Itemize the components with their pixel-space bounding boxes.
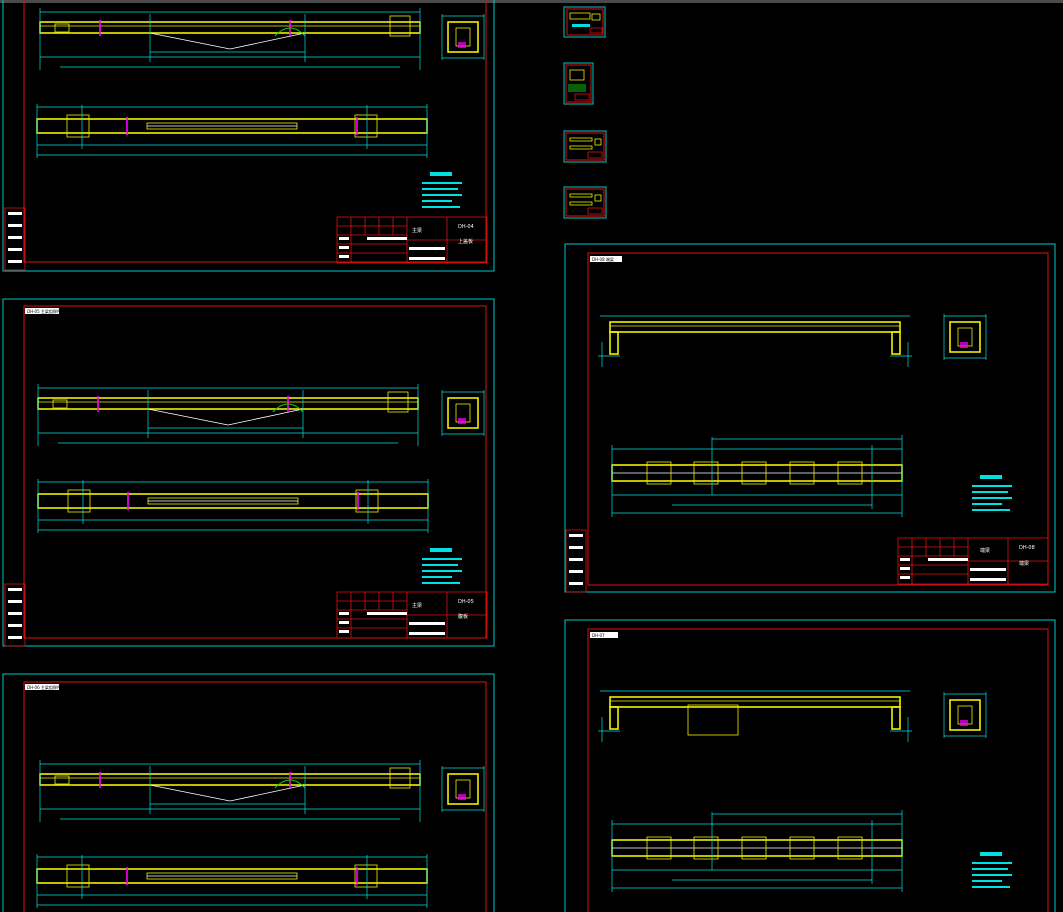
sheet-c-label-box	[25, 684, 59, 690]
sheet-e-plan-view	[611, 809, 903, 893]
sheet-c-section-view	[441, 765, 485, 813]
sheet-d-label: DH-08 端梁	[592, 256, 614, 262]
sheet-a-outer-frame	[2, 0, 495, 272]
sheet-b-label-box	[25, 308, 59, 314]
sheet-e-outer-frame	[564, 619, 1056, 912]
sheet-e-elevation-view	[597, 690, 913, 743]
sheet-d-notes	[972, 475, 1012, 511]
sheet-d-outer-frame	[564, 243, 1056, 593]
sheet-c[interactable]: DH-06 主梁组焊件	[2, 673, 495, 912]
sheet-e-section-view	[943, 691, 987, 739]
thumbnail-sheet-4[interactable]	[563, 186, 607, 219]
sheet-c-elevation-view	[39, 759, 421, 823]
sheet-d-drawing-code: DH-08	[1019, 545, 1035, 551]
sheet-d-revision-strip	[565, 529, 587, 593]
sheet-e-label-box	[590, 632, 618, 638]
sheet-b-revision-strip	[4, 583, 26, 647]
sheet-d[interactable]: DH-08 端梁 DH-08 端梁 端梁	[564, 243, 1056, 593]
sheet-b-section-view	[441, 389, 485, 437]
sheet-e-label: DH-07	[592, 633, 605, 638]
sheet-b-border	[23, 305, 487, 639]
sheet-b-part-name: 主梁	[412, 602, 422, 609]
sheet-a-part-name: 主梁	[412, 227, 422, 234]
sheet-a-border	[23, 0, 487, 263]
thumbnail-sheets[interactable]	[563, 6, 607, 219]
sheet-c-label: DH-06 主梁组焊件	[27, 684, 61, 690]
sheet-b-outer-frame	[2, 298, 495, 647]
sheet-a-section-view	[441, 13, 485, 61]
sheet-b-elevation-view	[37, 383, 419, 447]
sheet-d-part-name: 端梁	[980, 547, 990, 554]
sheet-d-elevation-view	[597, 315, 913, 368]
sheet-a-drawing-code: DH-04	[458, 224, 474, 230]
sheet-e[interactable]: DH-07	[564, 619, 1056, 912]
sheet-b[interactable]: DH-05 主梁组焊件 DH-05 主梁 腹板	[2, 298, 495, 647]
sheet-b-drawing-code: DH-05	[458, 599, 474, 605]
sheet-b-notes	[422, 548, 462, 584]
sheet-a-revision-strip	[4, 207, 26, 271]
sheet-c-plan-view	[36, 853, 428, 909]
sheet-e-notes	[972, 852, 1012, 888]
sheet-a-elevation-view	[39, 7, 421, 71]
thumbnail-sheet-3[interactable]	[563, 130, 607, 163]
sheet-c-outer-frame	[2, 673, 495, 912]
sheet-a-plan-view	[36, 103, 428, 159]
sheet-d-border	[587, 252, 1049, 586]
sheet-a-notes	[422, 172, 462, 208]
thumbnail-sheet-1[interactable]	[563, 6, 606, 38]
sheet-a[interactable]: DH-04 主梁 上盖板	[2, 0, 495, 272]
thumbnail-sheet-2[interactable]	[563, 62, 594, 105]
viewport-top-edge	[0, 0, 1063, 3]
sheet-b-label: DH-05 主梁组焊件	[27, 308, 61, 314]
sheet-b-component: 腹板	[458, 613, 468, 620]
sheet-d-plan-view	[611, 434, 903, 518]
sheet-c-border	[23, 681, 487, 912]
sheet-b-plan-view	[37, 478, 429, 534]
sheet-d-label-box	[590, 256, 622, 262]
sheet-e-bracket-detail	[687, 704, 739, 736]
sheet-a-component: 上盖板	[458, 238, 473, 245]
sheet-e-border	[587, 628, 1049, 912]
sheet-d-component: 端梁	[1019, 560, 1029, 567]
sheet-d-section-view	[943, 313, 987, 361]
